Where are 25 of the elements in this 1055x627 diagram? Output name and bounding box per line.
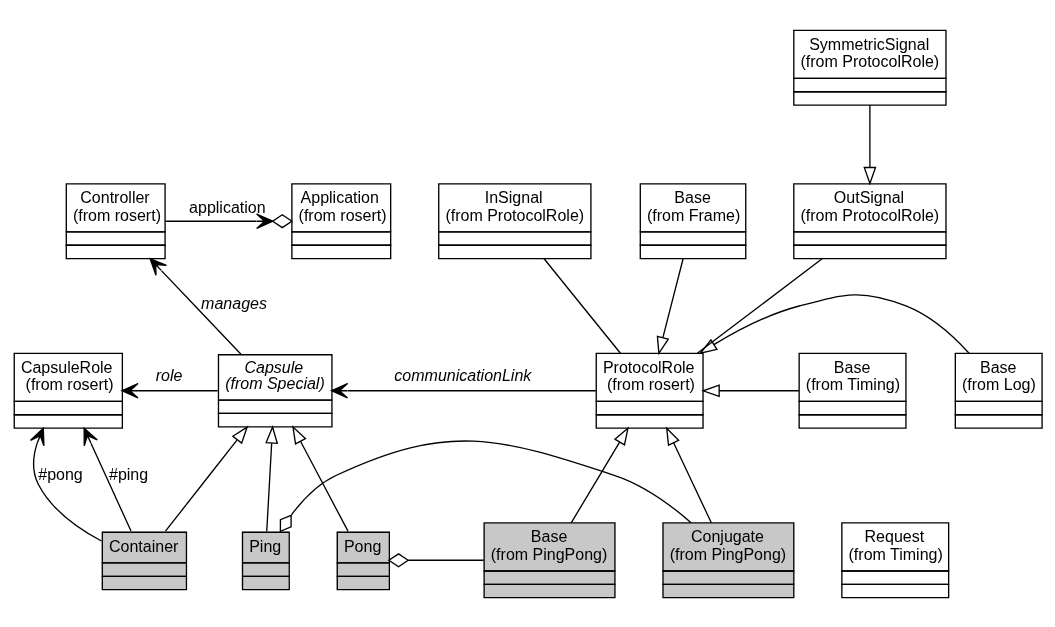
arrow xyxy=(570,426,629,523)
arrow xyxy=(330,382,597,399)
arrow xyxy=(656,257,684,355)
arrow xyxy=(164,212,294,229)
arrow xyxy=(665,425,712,523)
connector xyxy=(543,257,622,354)
connector xyxy=(387,552,485,567)
edge-label: #ping xyxy=(109,465,149,483)
arrow xyxy=(121,382,219,399)
edge-label: communicationLink xyxy=(394,366,532,384)
arrow xyxy=(292,424,349,532)
arrow xyxy=(83,427,132,532)
edge-label: application xyxy=(189,198,266,216)
arrow xyxy=(164,424,249,532)
edge-label: manages xyxy=(201,294,267,312)
arrow xyxy=(701,383,800,397)
connector xyxy=(279,440,692,532)
arrow xyxy=(863,104,877,186)
edge-label: #pong xyxy=(38,465,83,483)
connector xyxy=(696,257,823,354)
arrow xyxy=(698,293,970,354)
edge-label: role xyxy=(155,366,183,384)
arrow xyxy=(29,427,103,542)
arrow xyxy=(149,257,242,355)
arrow xyxy=(265,424,279,532)
